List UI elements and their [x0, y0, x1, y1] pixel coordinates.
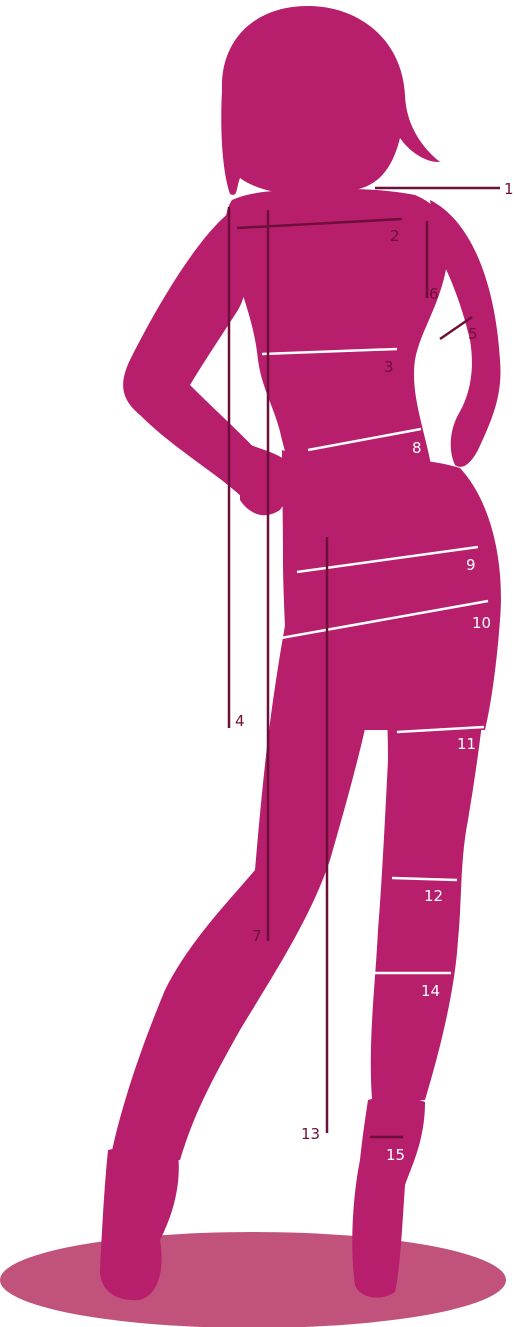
label-9: 9	[466, 556, 476, 574]
label-4: 4	[235, 712, 245, 730]
leg-left	[110, 620, 380, 1160]
label-13: 13	[301, 1125, 320, 1143]
label-14: 14	[421, 982, 440, 1000]
figure-silhouette	[100, 6, 501, 1300]
label-7: 7	[252, 927, 262, 945]
leg-right	[371, 640, 490, 1100]
head	[246, 25, 390, 195]
label-2: 2	[390, 227, 400, 245]
label-1: 1	[504, 180, 514, 198]
label-15: 15	[386, 1146, 405, 1164]
label-5: 5	[468, 325, 478, 343]
label-12: 12	[424, 887, 443, 905]
label-11: 11	[457, 735, 476, 753]
ground-shadow	[0, 1232, 506, 1327]
label-10: 10	[472, 614, 491, 632]
label-8: 8	[412, 439, 422, 457]
label-3: 3	[384, 358, 394, 376]
arm-right	[430, 200, 500, 467]
label-6: 6	[429, 285, 439, 303]
